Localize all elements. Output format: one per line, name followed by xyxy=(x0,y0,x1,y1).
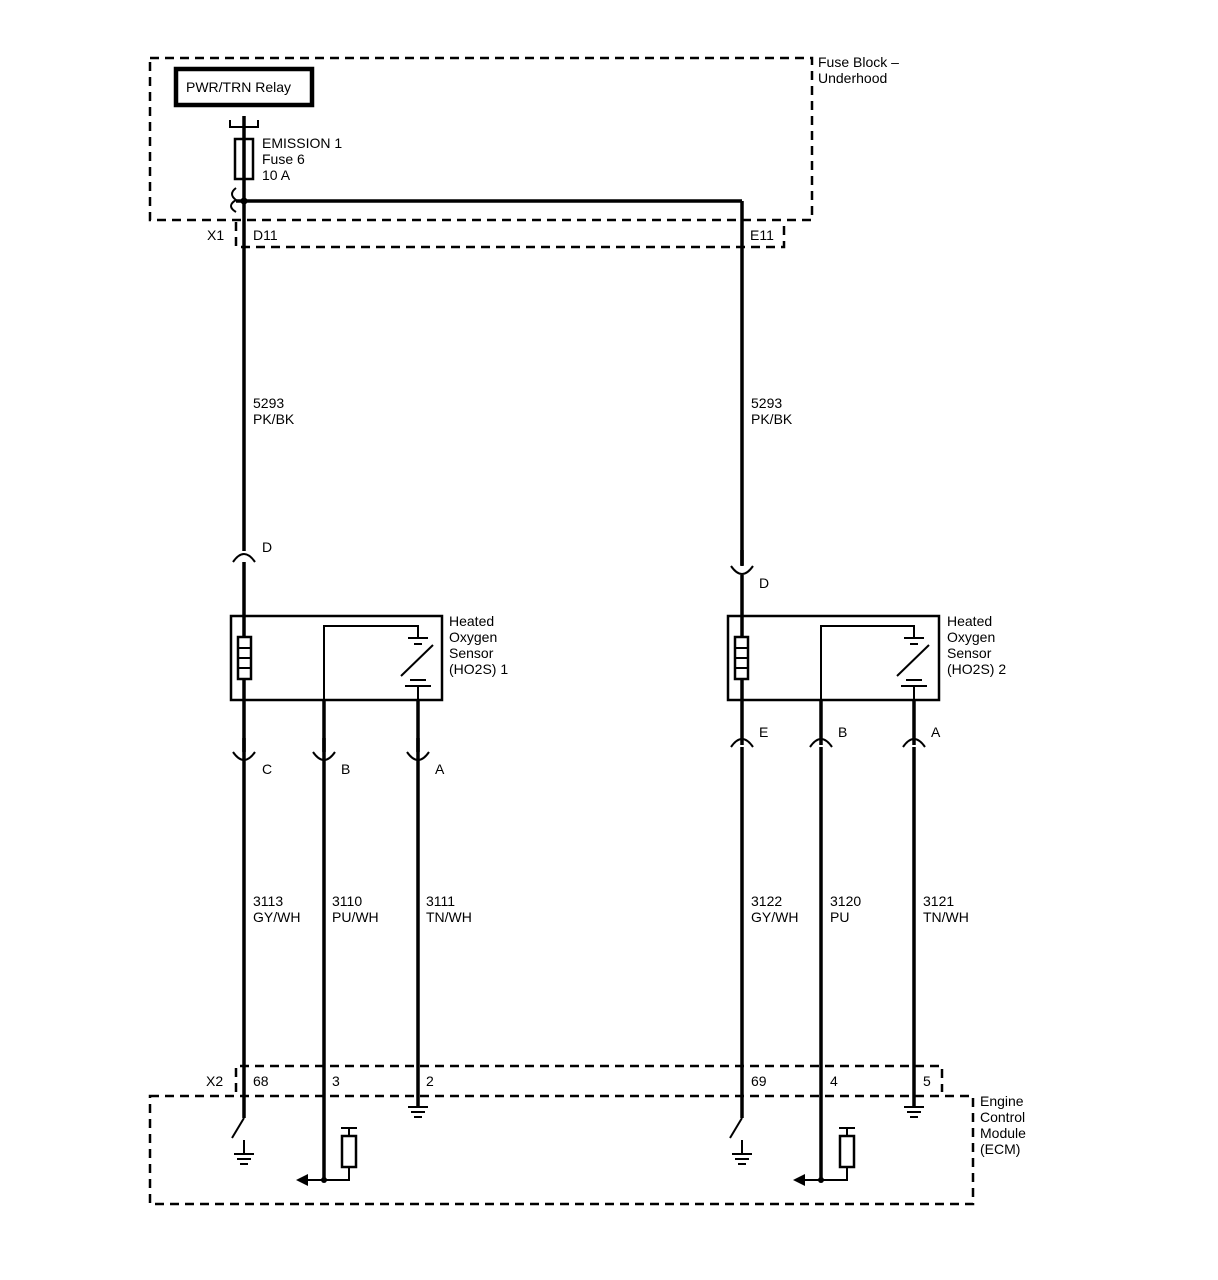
sensor1-box xyxy=(229,614,444,702)
ecm-switch-ground-2 xyxy=(729,1117,752,1165)
connector-terminal-icon xyxy=(730,700,754,762)
s2-pin-d: D xyxy=(759,575,769,591)
fuse-symbol-icon xyxy=(233,137,255,181)
sensor-switch-icon xyxy=(400,637,434,700)
s2-e-color: GY/WH xyxy=(751,909,798,925)
s2-name-1: Heated xyxy=(947,613,992,629)
connector-terminal-icon xyxy=(902,700,926,762)
s1-name-4: (HO2S) 1 xyxy=(449,661,508,677)
x2-pin-5: 5 xyxy=(923,1073,931,1089)
s1-pin-d: D xyxy=(262,539,272,555)
fuse-block-title-2: Underhood xyxy=(818,70,887,86)
x1-connector: X1 D11 E11 xyxy=(207,222,786,249)
x1-pin-d11: D11 xyxy=(253,227,278,243)
ecm-signal-s1 xyxy=(296,1127,358,1186)
connector-terminal-icon xyxy=(406,700,430,761)
feed-left-circuit: 5293 xyxy=(253,395,284,411)
s2-name-4: (HO2S) 2 xyxy=(947,661,1006,677)
s1-a-color: TN/WH xyxy=(426,909,472,925)
s1-pin-a: A xyxy=(435,761,445,777)
s2-b-color: PU xyxy=(830,909,849,925)
pull-up-resistor-icon xyxy=(340,1127,358,1180)
ground-symbol-icon xyxy=(234,1153,254,1165)
ecm-name-1: Engine xyxy=(980,1093,1024,1109)
feed-right-color: PK/BK xyxy=(751,411,793,427)
s2-name-3: Sensor xyxy=(947,645,992,661)
s2-a-circuit: 3121 xyxy=(923,893,954,909)
s2-pin-e: E xyxy=(759,724,768,740)
s1-b-circuit: 3110 xyxy=(332,893,362,909)
signal-arrow-icon xyxy=(296,1174,308,1186)
ecm-ground-s2-a xyxy=(904,1106,924,1118)
ecm-name-2: Control xyxy=(980,1109,1025,1125)
fuse-block-outline xyxy=(148,56,814,222)
s1-c-color: GY/WH xyxy=(253,909,300,925)
s2-b-circuit: 3120 xyxy=(830,893,861,909)
s2-a-color: TN/WH xyxy=(923,909,969,925)
x2-label: X2 xyxy=(206,1073,223,1089)
s1-a-circuit: 3111 xyxy=(426,893,455,909)
x2-pin-2: 2 xyxy=(426,1073,434,1089)
x2-pin-68: 68 xyxy=(253,1073,269,1089)
x2-pin-4: 4 xyxy=(830,1073,838,1089)
ground-symbol-icon xyxy=(408,1106,428,1118)
relay-box: PWR/TRN Relay xyxy=(173,66,315,108)
signal-arrow-icon xyxy=(793,1174,805,1186)
pull-up-resistor-icon xyxy=(838,1127,856,1180)
s1-name-2: Oxygen xyxy=(449,629,497,645)
feed-left-color: PK/BK xyxy=(253,411,295,427)
ecm-name-3: Module xyxy=(980,1125,1026,1141)
connector-terminal-icon xyxy=(730,550,754,616)
ecm-switch-ground-1 xyxy=(231,1117,254,1165)
x2-pin-3: 3 xyxy=(332,1073,340,1089)
s2-name-2: Oxygen xyxy=(947,629,995,645)
s2-e-circuit: 3122 xyxy=(751,893,782,909)
fuse-name: EMISSION 1 xyxy=(262,135,342,151)
ecm-outline xyxy=(148,1094,975,1206)
x1-label: X1 xyxy=(207,227,224,243)
connector-terminal-icon xyxy=(809,700,833,762)
ecm-signal-s2 xyxy=(793,1127,856,1186)
s1-pin-c: C xyxy=(262,761,272,777)
connector-terminal-icon xyxy=(312,700,336,761)
ecm-name-4: (ECM) xyxy=(980,1141,1020,1157)
fuse-number: Fuse 6 xyxy=(262,151,305,167)
sensor2-box xyxy=(726,614,941,702)
s1-name-3: Sensor xyxy=(449,645,494,661)
x1-pin-e11: E11 xyxy=(750,227,774,243)
bus-connector-icon xyxy=(230,187,238,213)
s1-name-1: Heated xyxy=(449,613,494,629)
sensor-switch-icon xyxy=(896,637,930,700)
relay-terminal-icon xyxy=(229,116,259,140)
x2-pin-69: 69 xyxy=(751,1073,767,1089)
s1-pin-b: B xyxy=(341,761,350,777)
connector-terminal-icon xyxy=(232,700,256,761)
connector-terminal-icon xyxy=(232,553,256,616)
fuse-block-title-1: Fuse Block – xyxy=(818,54,899,70)
s2-pin-b: B xyxy=(838,724,847,740)
ground-symbol-icon xyxy=(904,1106,924,1118)
x2-connector: X2 68 3 2 69 4 5 xyxy=(206,1064,944,1092)
s1-b-color: PU/WH xyxy=(332,909,379,925)
feed-right-circuit: 5293 xyxy=(751,395,782,411)
ground-symbol-icon xyxy=(732,1153,752,1165)
ecm-ground-s1-a xyxy=(408,1106,428,1118)
s2-pin-a: A xyxy=(931,724,941,740)
fuse-rating: 10 A xyxy=(262,167,291,183)
s1-c-circuit: 3113 xyxy=(253,893,283,909)
relay-label: PWR/TRN Relay xyxy=(186,79,291,95)
fuse-block: Fuse Block – Underhood PWR/TRN Relay EMI… xyxy=(148,54,899,222)
